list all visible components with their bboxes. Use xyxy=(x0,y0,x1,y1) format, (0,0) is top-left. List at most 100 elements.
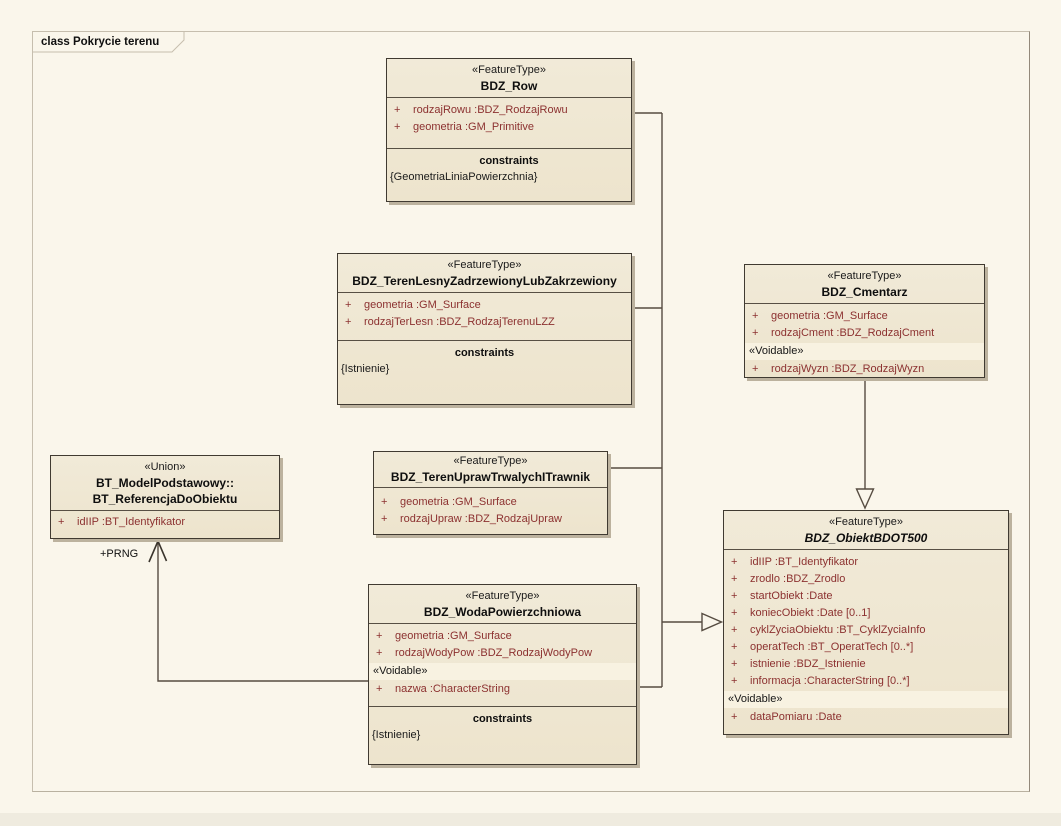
class-header: «Union» BT_ModelPodstawowy:: BT_Referenc… xyxy=(51,456,279,511)
class-bdz-terenlesny: «FeatureType» BDZ_TerenLesnyZadrzewionyL… xyxy=(337,253,632,405)
constraints-compartment: constraints {GeometriaLiniaPowierzchnia} xyxy=(387,148,631,187)
stereotype-label: «FeatureType» xyxy=(472,64,546,76)
visibility-marker: + xyxy=(731,711,738,723)
attribute: + idIIP :BT_Identyfikator xyxy=(51,514,279,531)
attribute: + geometria :GM_Surface xyxy=(374,494,607,511)
attribute-text: rodzajWodyPow :BDZ_RodzajWodyPow xyxy=(395,647,593,659)
constraints-compartment: constraints {Istnienie} xyxy=(338,340,631,379)
attribute-text: rodzajUpraw :BDZ_RodzajUpraw xyxy=(400,513,563,525)
class-name: BDZ_Row xyxy=(480,79,538,93)
attribute: + idIIP :BT_Identyfikator xyxy=(724,554,1008,571)
attribute-text: idIIP :BT_Identyfikator xyxy=(750,556,859,568)
visibility-marker: + xyxy=(381,496,388,508)
class-header: «FeatureType» BDZ_WodaPowierzchniowa xyxy=(369,585,636,624)
constraint-text: {Istnienie} xyxy=(372,729,421,741)
attribute-text: rodzajWyzn :BDZ_RodzajWyzn xyxy=(771,363,925,375)
attribute: + geometria :GM_Surface xyxy=(338,297,631,314)
attributes-compartment: + geometria :GM_Surface + rodzajWodyPow … xyxy=(369,624,636,706)
visibility-marker: + xyxy=(731,624,738,636)
attribute: + rodzajCment :BDZ_RodzajCment xyxy=(745,325,984,342)
attribute-text: dataPomiaru :Date xyxy=(750,711,842,723)
constraint-text: {Istnienie} xyxy=(341,363,390,375)
visibility-marker: + xyxy=(731,658,738,670)
attributes-compartment: + geometria :GM_Surface + rodzajTerLesn … xyxy=(338,293,631,340)
diagram-frame-label: class Pokrycie terenu xyxy=(32,31,193,53)
attribute: + rodzajWodyPow :BDZ_RodzajWodyPow xyxy=(369,645,636,662)
class-bt-referencjadoobiektu: «Union» BT_ModelPodstawowy:: BT_Referenc… xyxy=(50,455,280,539)
voidable-section-label: «Voidable» xyxy=(724,691,1008,708)
visibility-marker: + xyxy=(752,327,759,339)
attribute: + geometria :GM_Surface xyxy=(745,308,984,325)
class-bdz-obiektbdot500: «FeatureType» BDZ_ObiektBDOT500 + idIIP … xyxy=(723,510,1009,735)
page-bottom-edge xyxy=(0,813,1061,826)
stereotype-label: «FeatureType» xyxy=(447,259,522,271)
visibility-marker: + xyxy=(381,513,388,525)
voidable-section-label: «Voidable» xyxy=(369,663,636,680)
attribute: + rodzajUpraw :BDZ_RodzajUpraw xyxy=(374,511,607,528)
class-bdz-cmentarz: «FeatureType» BDZ_Cmentarz + geometria :… xyxy=(744,264,985,378)
constraints-title: constraints xyxy=(472,713,533,725)
attribute-text: geometria :GM_Surface xyxy=(395,630,512,642)
class-header: «FeatureType» BDZ_Row xyxy=(387,59,631,98)
attribute-text: startObiekt :Date xyxy=(750,590,833,602)
visibility-marker: + xyxy=(345,316,352,328)
constraints-title: constraints xyxy=(454,347,515,359)
stereotype-label: «FeatureType» xyxy=(465,590,540,602)
prng-role-label: +PRNG xyxy=(100,548,139,560)
attribute-text: rodzajRowu :BDZ_RodzajRowu xyxy=(413,104,568,116)
visibility-marker: + xyxy=(376,683,383,695)
attribute-text: operatTech :BT_OperatTech [0..*] xyxy=(750,641,914,653)
class-bdz-terenupraw: «FeatureType» BDZ_TerenUprawTrwalychITra… xyxy=(373,451,608,535)
visibility-marker: + xyxy=(752,363,759,375)
visibility-marker: + xyxy=(731,675,738,687)
attribute: + rodzajTerLesn :BDZ_RodzajTerenuLZZ xyxy=(338,314,631,331)
visibility-marker: + xyxy=(58,516,65,528)
class-name: BDZ_TerenLesnyZadrzewionyLubZakrzewiony xyxy=(352,274,617,288)
class-header: «FeatureType» BDZ_ObiektBDOT500 xyxy=(724,511,1008,550)
attribute: + rodzajWyzn :BDZ_RodzajWyzn xyxy=(745,361,984,377)
visibility-marker: + xyxy=(731,556,738,568)
attributes-compartment: + geometria :GM_Surface + rodzajCment :B… xyxy=(745,304,984,377)
visibility-marker: + xyxy=(731,607,738,619)
attribute-text: geometria :GM_Surface xyxy=(771,310,888,322)
class-name: BDZ_TerenUprawTrwalychITrawnik xyxy=(390,470,591,484)
visibility-marker: + xyxy=(752,310,759,322)
visibility-marker: + xyxy=(376,630,383,642)
diagram-frame xyxy=(32,31,1030,792)
attribute: + geometria :GM_Primitive xyxy=(387,119,631,136)
class-name-line1: BT_ModelPodstawowy:: xyxy=(95,476,234,490)
stereotype-label: «FeatureType» xyxy=(453,455,528,467)
visibility-marker: + xyxy=(394,104,401,116)
attribute: + cyklZyciaObiektu :BT_CyklZyciaInfo xyxy=(724,622,1008,639)
attributes-compartment: + idIIP :BT_Identyfikator + zrodlo :BDZ_… xyxy=(724,550,1008,734)
attribute: + operatTech :BT_OperatTech [0..*] xyxy=(724,639,1008,656)
stereotype-label: «FeatureType» xyxy=(829,516,903,528)
attribute-text: koniecObiekt :Date [0..1] xyxy=(750,607,871,619)
class-name: BDZ_ObiektBDOT500 xyxy=(804,531,928,545)
attribute-text: idIIP :BT_Identyfikator xyxy=(77,516,186,528)
class-header: «FeatureType» BDZ_TerenUprawTrwalychITra… xyxy=(374,452,607,488)
attribute-text: geometria :GM_Primitive xyxy=(413,121,535,133)
attribute-text: geometria :GM_Surface xyxy=(400,496,517,508)
constraint-text: {GeometriaLiniaPowierzchnia} xyxy=(390,171,538,183)
class-name-line2: BT_ReferencjaDoObiektu xyxy=(92,492,238,506)
stereotype-label: «Union» xyxy=(144,461,186,473)
attribute-text: rodzajTerLesn :BDZ_RodzajTerenuLZZ xyxy=(364,316,555,328)
attribute-text: cyklZyciaObiektu :BT_CyklZyciaInfo xyxy=(750,624,926,636)
class-header: «FeatureType» BDZ_Cmentarz xyxy=(745,265,984,304)
attribute-text: geometria :GM_Surface xyxy=(364,299,481,311)
class-name: BDZ_WodaPowierzchniowa xyxy=(423,605,582,619)
visibility-marker: + xyxy=(376,647,383,659)
attribute-text: rodzajCment :BDZ_RodzajCment xyxy=(771,327,935,339)
attribute-text: nazwa :CharacterString xyxy=(395,683,510,695)
visibility-marker: + xyxy=(394,121,401,133)
class-name: BDZ_Cmentarz xyxy=(821,285,908,299)
attribute: + zrodlo :BDZ_Zrodlo xyxy=(724,571,1008,588)
attribute: + rodzajRowu :BDZ_RodzajRowu xyxy=(387,102,631,119)
voidable-section-label: «Voidable» xyxy=(745,343,984,360)
attribute: + startObiekt :Date xyxy=(724,588,1008,605)
constraints-title: constraints xyxy=(479,155,539,167)
constraints-compartment: constraints {Istnienie} xyxy=(369,706,636,745)
stereotype-label: «FeatureType» xyxy=(827,270,902,282)
visibility-marker: + xyxy=(731,641,738,653)
